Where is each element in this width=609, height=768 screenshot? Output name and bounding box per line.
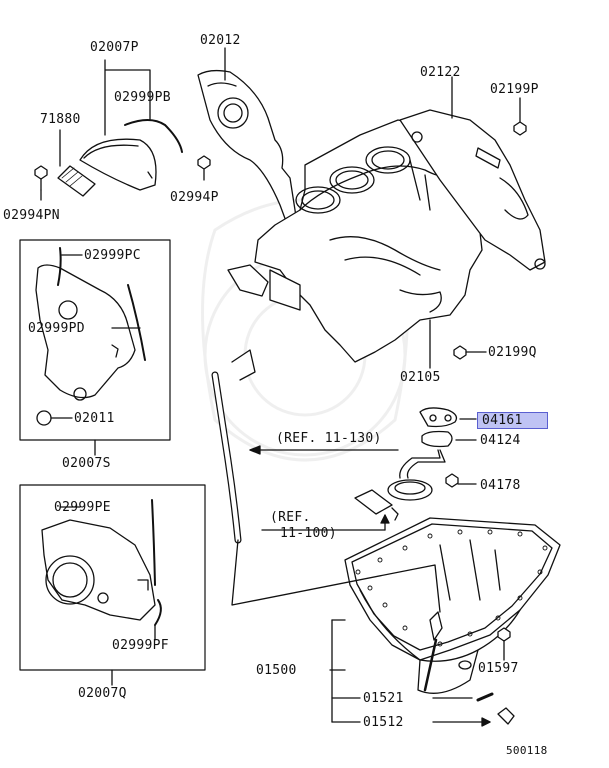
label-02999PF[interactable]: 02999PF	[112, 638, 169, 653]
bolt-01597	[497, 627, 511, 642]
label-02999PB[interactable]: 02999PB	[114, 90, 171, 105]
label-01500[interactable]: 01500	[256, 663, 297, 678]
label-ref-11-100-line1[interactable]: (REF.	[270, 510, 311, 525]
label-02011[interactable]: 02011	[74, 411, 115, 426]
label-04124[interactable]: 04124	[480, 433, 521, 448]
label-02999PE[interactable]: 02999PE	[54, 500, 111, 515]
label-02007P[interactable]: 02007P	[90, 40, 139, 55]
label-01512[interactable]: 01512	[363, 715, 404, 730]
label-02999PC[interactable]: 02999PC	[84, 248, 141, 263]
bolt-04178	[445, 473, 459, 488]
label-02199Q[interactable]: 02199Q	[488, 345, 537, 360]
rear-cover-02122	[399, 109, 546, 271]
seal-strip-02999PB	[124, 119, 183, 153]
rear-plate-02012	[197, 69, 299, 233]
cylinder-block	[227, 119, 483, 363]
label-02007Q[interactable]: 02007Q	[78, 686, 127, 701]
timing-cover-lower	[41, 519, 156, 621]
label-02999PD[interactable]: 02999PD	[28, 321, 85, 336]
label-ref-11-130[interactable]: (REF. 11-130)	[276, 431, 382, 446]
timing-cover-middle	[35, 264, 136, 401]
label-04178[interactable]: 04178	[480, 478, 521, 493]
leader-02007P	[104, 59, 151, 136]
label-02994PN[interactable]: 02994PN	[3, 208, 60, 223]
timing-belt-cover-upper	[79, 138, 157, 191]
label-02012[interactable]: 02012	[200, 33, 241, 48]
bolt-02994PN	[34, 165, 48, 201]
bolt-02994P	[197, 155, 211, 181]
seal-strip-02999PF	[154, 599, 162, 626]
label-02007S[interactable]: 02007S	[62, 456, 111, 471]
oil-pressure-switch	[354, 489, 393, 515]
label-01597[interactable]: 01597	[478, 661, 519, 676]
label-02199P[interactable]: 02199P	[490, 82, 539, 97]
label-ref-11-100-line2[interactable]: 11-100)	[280, 526, 337, 541]
label-02105[interactable]: 02105	[400, 370, 441, 385]
label-04161[interactable]: 04161	[482, 413, 523, 428]
seal-strip-02999PC	[57, 247, 62, 286]
label-02122[interactable]: 02122	[420, 65, 461, 80]
drain-plug-01512	[497, 707, 515, 725]
label-02994P[interactable]: 02994P	[170, 190, 219, 205]
oil-pan	[344, 517, 561, 694]
bolt-02199Q	[453, 345, 467, 360]
label-01521[interactable]: 01521	[363, 691, 404, 706]
bolt-02199P	[513, 121, 527, 136]
highlight-box-04161	[477, 412, 548, 429]
seal-strip-02999PD	[127, 284, 146, 361]
gasket-01521	[476, 692, 494, 702]
figure-id: 500118	[506, 744, 548, 757]
seal-strip-02999PE	[151, 499, 156, 586]
oil-strainer	[387, 407, 458, 501]
label-71880[interactable]: 71880	[40, 112, 81, 127]
seal-02011	[36, 410, 52, 426]
